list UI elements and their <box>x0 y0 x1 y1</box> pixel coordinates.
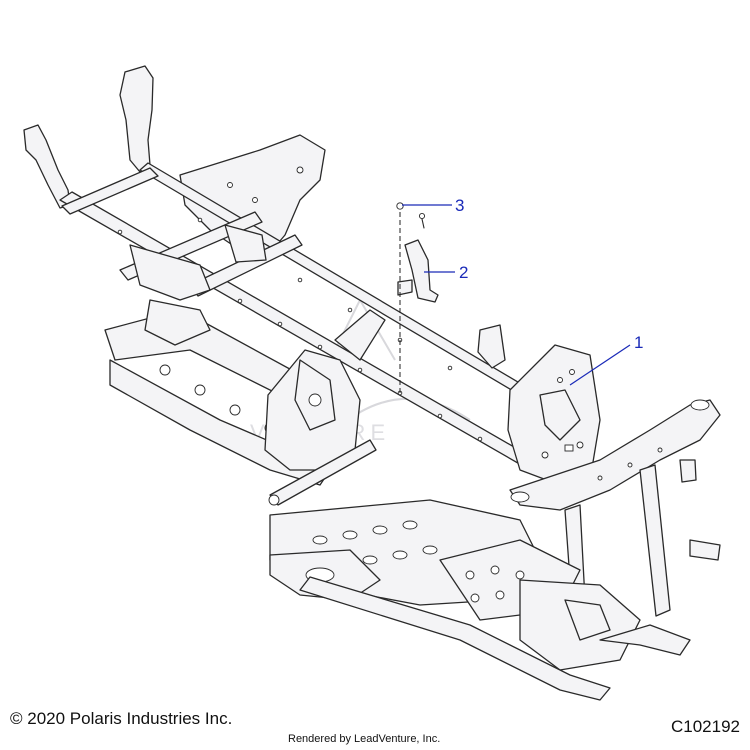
center-gusset <box>264 309 386 471</box>
floor-cross-tube <box>268 439 377 506</box>
leader-1 <box>569 344 631 386</box>
front-legs <box>564 459 721 617</box>
lower-front-tube <box>299 576 691 701</box>
bracket-part-2 <box>397 239 439 303</box>
callout-3: 3 <box>455 196 464 215</box>
rear-plate <box>179 134 326 256</box>
fastener-part-3 <box>396 202 426 229</box>
rail-brackets <box>129 224 506 369</box>
callout-2: 2 <box>459 263 468 282</box>
rear-left-post <box>23 65 154 209</box>
rendered-by-credit: Rendered by LeadVenture, Inc. <box>288 733 441 745</box>
front-skid <box>269 549 641 671</box>
front-crossmember <box>509 399 721 511</box>
diagram-code: C102192 <box>670 717 740 736</box>
callout-1: 1 <box>634 333 643 352</box>
leader-lines <box>402 204 631 386</box>
copyright-notice: © 2020 Polaris Industries Inc. <box>10 709 233 728</box>
